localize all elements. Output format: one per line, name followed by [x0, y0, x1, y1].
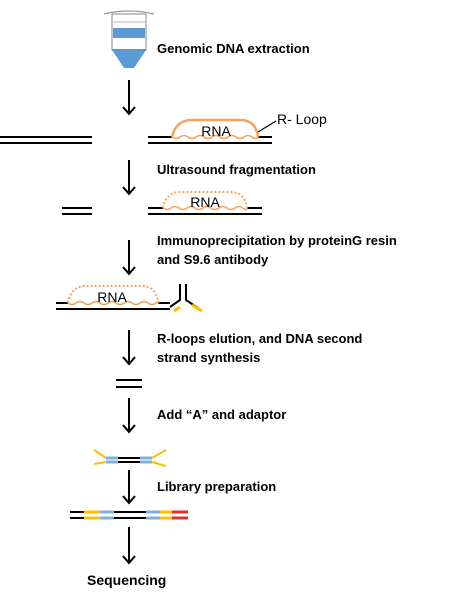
step-label-immunoprecipitation-line2: and S9.6 antibody [157, 252, 269, 267]
rna-label: RNA [190, 194, 220, 210]
down-arrow-icon [122, 527, 136, 565]
step-label-immunoprecipitation-line1: Immunoprecipitation by proteinG resin [157, 233, 397, 248]
down-arrow-icon [122, 240, 136, 276]
final-step-sequencing: Sequencing [87, 572, 167, 588]
r-loop-label: R- Loop [277, 111, 327, 127]
antibody-icon [169, 284, 203, 313]
down-arrow-icon [122, 80, 136, 116]
down-arrow-icon [122, 470, 136, 505]
step-label-elution-line1: R-loops elution, and DNA second [157, 331, 363, 346]
step-label-add-a-adaptor: Add “A” and adaptor [157, 407, 287, 422]
r-loop-fragment [162, 191, 248, 211]
eluted-dsdna [116, 379, 142, 388]
adaptor-ligated-dna [93, 449, 167, 467]
library-fragment [70, 510, 188, 520]
genomic-dna-duplex [0, 136, 272, 144]
step-label-ultrasound-fragmentation: Ultrasound fragmentation [157, 162, 316, 177]
step-label-elution-line2: strand synthesis [157, 350, 261, 365]
down-arrow-icon [122, 160, 136, 196]
down-arrow-icon [122, 330, 136, 366]
down-arrow-icon [122, 398, 136, 434]
ip-r-loop [56, 285, 170, 310]
fragmented-dna [62, 207, 262, 215]
r-loop-structure [170, 118, 277, 140]
rna-label: RNA [201, 123, 231, 139]
step-label-library-preparation: Library preparation [157, 479, 277, 494]
step-label-genomic-dna-extraction: Genomic DNA extraction [157, 41, 310, 56]
rna-label: RNA [97, 289, 127, 305]
centrifuge-tube-icon [103, 10, 155, 68]
